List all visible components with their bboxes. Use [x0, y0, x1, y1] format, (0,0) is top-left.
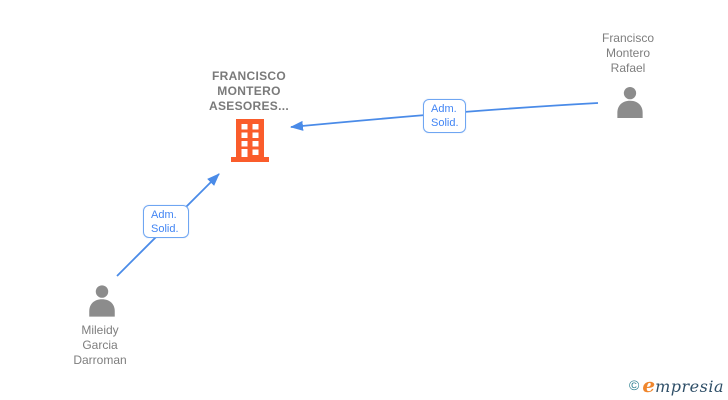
- company-node-title[interactable]: FRANCISCO MONTERO ASESORES...: [169, 69, 329, 114]
- company-node[interactable]: [231, 119, 269, 162]
- person-icon: [85, 285, 119, 321]
- person-node-rafael[interactable]: [613, 86, 647, 118]
- edge-label-line: Adm.: [431, 103, 457, 115]
- company-name-line: FRANCISCO: [211, 69, 287, 83]
- edge-label-adm-solid-mileidy: Adm. Solid.: [143, 205, 189, 238]
- person-icon: [613, 87, 647, 122]
- edge-label-line: Solid.: [151, 223, 179, 235]
- empresia-logo[interactable]: ©empresia: [629, 373, 724, 397]
- person-name-line: Montero: [605, 46, 651, 60]
- edge-label-line: Solid.: [431, 117, 459, 129]
- person-name-line: Darroman: [73, 353, 127, 367]
- person-node-title-rafael[interactable]: Francisco Montero Rafael: [558, 31, 698, 76]
- building-icon: [231, 119, 269, 166]
- company-name-line: ASESORES...: [209, 99, 289, 113]
- person-name-line: Mileidy: [81, 323, 119, 337]
- person-name-line: Francisco: [601, 31, 654, 45]
- logo-initial: e: [642, 373, 656, 397]
- company-name-line: MONTERO: [217, 84, 281, 98]
- person-node-title-mileidy[interactable]: Mileidy Garcia Darroman: [30, 323, 170, 368]
- edge-label-adm-solid-rafael: Adm. Solid.: [423, 99, 466, 133]
- copyright-icon: ©: [629, 377, 640, 393]
- person-name-line: Rafael: [610, 61, 646, 75]
- logo-wordmark: mpresia: [655, 377, 724, 396]
- edge-label-line: Adm.: [151, 209, 177, 221]
- person-name-line: Garcia: [82, 338, 118, 352]
- person-node-mileidy[interactable]: [85, 284, 119, 317]
